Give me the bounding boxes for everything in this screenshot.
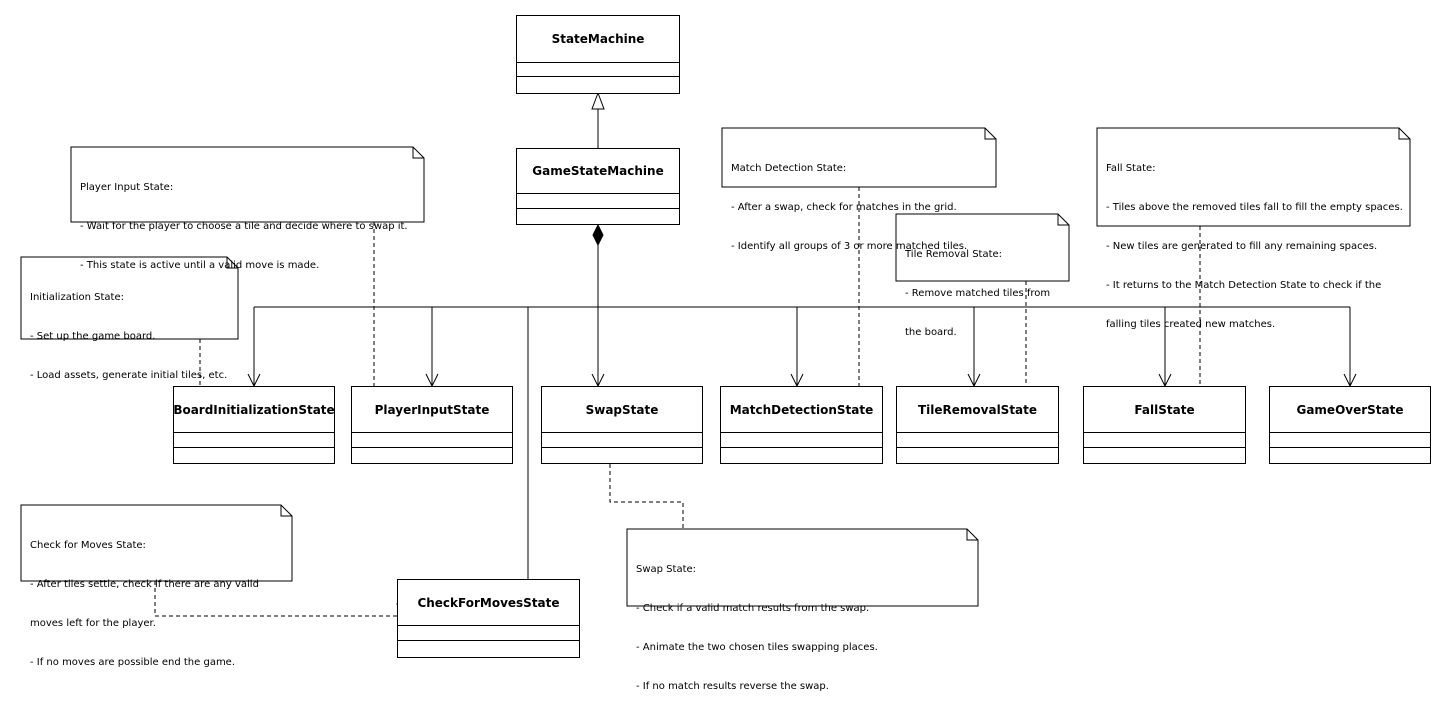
- class-attributes: [517, 63, 679, 77]
- connectors-layer: [20, 91, 1411, 617]
- class-name: StateMachine: [517, 16, 679, 63]
- class-name: GameStateMachine: [517, 149, 679, 194]
- note-shapes: [20, 127, 1411, 607]
- note-line: - Animate the two chosen tiles swapping …: [636, 642, 878, 653]
- class-board-initialization-state[interactable]: BoardInitializationState: [173, 386, 335, 464]
- note-line: - Load assets, generate initial tiles, e…: [30, 370, 228, 381]
- class-game-state-machine[interactable]: GameStateMachine: [516, 148, 680, 225]
- note-title: Tile Removal State:: [905, 249, 1003, 260]
- class-attributes: [398, 626, 579, 641]
- note-line: falling tiles created new matches.: [1106, 319, 1276, 330]
- note-tile-removal: Tile Removal State: - Remove matched til…: [896, 214, 1069, 338]
- class-attributes: [721, 433, 882, 448]
- note-initialization: Initialization State: - Set up the game …: [21, 257, 238, 381]
- note-line: - After tiles settle, check if there are…: [30, 579, 259, 590]
- note-line: moves left for the player.: [30, 618, 156, 629]
- note-line: - After a swap, check for matches in the…: [731, 202, 957, 213]
- class-name: SwapState: [542, 387, 702, 433]
- class-fall-state[interactable]: FallState: [1083, 386, 1246, 464]
- note-check-for-moves: Check for Moves State: - After tiles set…: [21, 505, 292, 668]
- class-match-detection-state[interactable]: MatchDetectionState: [720, 386, 883, 464]
- class-name: PlayerInputState: [352, 387, 512, 433]
- note-line: - This state is active until a valid mov…: [80, 260, 320, 271]
- class-check-for-moves-state[interactable]: CheckForMovesState: [397, 579, 580, 658]
- class-name: BoardInitializationState: [173, 387, 335, 433]
- note-line: the board.: [905, 327, 957, 338]
- class-attributes: [1270, 433, 1430, 448]
- class-player-input-state[interactable]: PlayerInputState: [351, 386, 513, 464]
- note-line: - Check if a valid match results from th…: [636, 603, 870, 614]
- note-title: Initialization State:: [30, 292, 124, 303]
- class-name: GameOverState: [1270, 387, 1430, 433]
- class-tile-removal-state[interactable]: TileRemovalState: [896, 386, 1059, 464]
- class-name: FallState: [1084, 387, 1245, 433]
- note-line: - If no match results reverse the swap.: [636, 681, 829, 692]
- class-game-over-state[interactable]: GameOverState: [1269, 386, 1431, 464]
- note-attachments: [154, 187, 1201, 617]
- note-line: - Set up the game board.: [30, 331, 156, 342]
- note-line: - Identify all groups of 3 or more match…: [731, 241, 968, 252]
- note-line: - Tiles above the removed tiles fall to …: [1106, 202, 1403, 213]
- note-fall: Fall State: - Tiles above the removed ti…: [1097, 128, 1410, 330]
- note-line: - It returns to the Match Detection Stat…: [1106, 280, 1382, 291]
- note-title: Check for Moves State:: [30, 540, 146, 551]
- note-title: Fall State:: [1106, 163, 1156, 174]
- class-state-machine[interactable]: StateMachine: [516, 15, 680, 94]
- note-match-detection: Match Detection State: - After a swap, c…: [722, 128, 996, 252]
- note-title: Match Detection State:: [731, 163, 847, 174]
- class-attributes: [1084, 433, 1245, 448]
- generalization-edge: [591, 91, 605, 148]
- note-player-input: Player Input State: - Wait for the playe…: [71, 147, 424, 271]
- note-title: Swap State:: [636, 564, 697, 575]
- class-name: CheckForMovesState: [398, 580, 579, 626]
- class-name: MatchDetectionState: [721, 387, 882, 433]
- note-line: - New tiles are generated to fill any re…: [1106, 241, 1378, 252]
- class-attributes: [897, 433, 1058, 448]
- class-attributes: [352, 433, 512, 448]
- class-attributes: [174, 433, 334, 448]
- note-title: Player Input State:: [80, 182, 174, 193]
- class-name: TileRemovalState: [897, 387, 1058, 433]
- class-swap-state[interactable]: SwapState: [541, 386, 703, 464]
- class-attributes: [517, 194, 679, 209]
- note-line: - Remove matched tiles from: [905, 288, 1051, 299]
- note-line: - If no moves are possible end the game.: [30, 657, 236, 668]
- class-attributes: [542, 433, 702, 448]
- composition-diamond: [592, 223, 604, 247]
- note-swap: Swap State: - Check if a valid match res…: [627, 529, 978, 692]
- note-line: - Wait for the player to choose a tile a…: [80, 221, 408, 232]
